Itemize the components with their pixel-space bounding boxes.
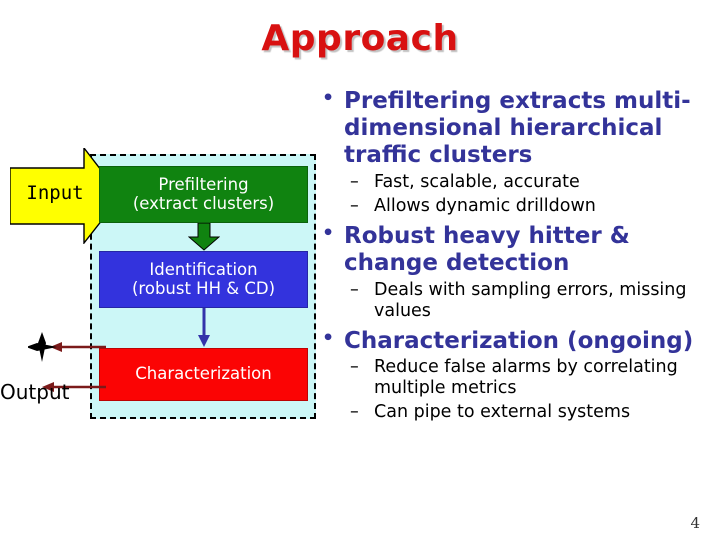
stage-box-characterization[interactable]: Characterization xyxy=(99,348,308,401)
blue-down-arrow-icon xyxy=(198,308,210,347)
stage-box-identification[interactable]: Identification (robust HH & CD) xyxy=(99,251,308,308)
bullet-primary-1: Prefiltering extracts multi-dimensional … xyxy=(318,87,718,169)
green-down-arrow-icon xyxy=(188,223,220,251)
bullet-group-3: Characterization (ongoing) Reduce false … xyxy=(318,327,718,424)
bullet-list: Prefiltering extracts multi-dimensional … xyxy=(318,87,718,429)
bullet-sub-1-2: Allows dynamic drilldown xyxy=(318,196,718,217)
bullet-group-2: Robust heavy hitter & change detection D… xyxy=(318,222,718,322)
bullet-sub-1-1: Fast, scalable, accurate xyxy=(318,172,718,193)
bullet-sub-2-1: Deals with sampling errors, missing valu… xyxy=(318,280,718,322)
stage-box-prefiltering[interactable]: Prefiltering (extract clusters) xyxy=(99,166,308,223)
page-number: 4 xyxy=(690,514,700,532)
stage-prefiltering-line1: Prefiltering xyxy=(158,175,249,195)
bullet-sub-3-2: Can pipe to external systems xyxy=(318,402,718,423)
page-title: Approach xyxy=(261,18,459,59)
output-arrows-group xyxy=(28,332,106,392)
stage-characterization-line1: Characterization xyxy=(135,364,272,384)
bullet-primary-2: Robust heavy hitter & change detection xyxy=(318,222,718,277)
pipeline-diagram: Input Prefiltering (extract clusters) Id… xyxy=(0,130,330,430)
input-label: Input xyxy=(26,182,84,204)
stage-prefiltering-line2: (extract clusters) xyxy=(132,193,275,213)
stage-identification-line1: Identification xyxy=(149,260,258,280)
bullet-sub-3-1: Reduce false alarms by correlating multi… xyxy=(318,357,718,399)
output-label: Output xyxy=(0,380,70,404)
bullet-group-1: Prefiltering extracts multi-dimensional … xyxy=(318,87,718,217)
stage-identification-line2: (robust HH & CD) xyxy=(131,278,276,298)
bullet-primary-3: Characterization (ongoing) xyxy=(318,327,718,355)
